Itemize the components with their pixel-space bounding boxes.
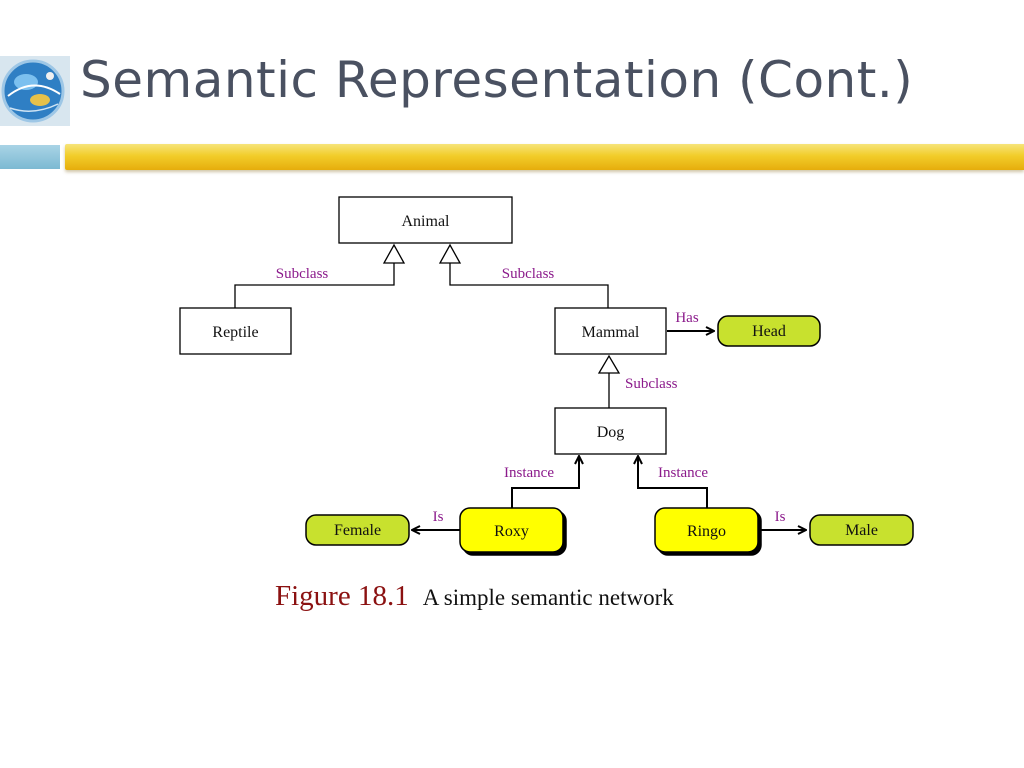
node-label: Female (334, 522, 381, 539)
edge-reptile-animal (234, 243, 406, 308)
edge-label-instance: Instance (658, 465, 708, 481)
figure-caption: Figure 18.1 A simple semantic network (275, 580, 674, 613)
globe-logo-icon (0, 56, 70, 126)
node-label: Ringo (687, 523, 726, 540)
subclass-arrowhead (597, 354, 621, 374)
node-female: Female (305, 514, 410, 546)
edge-label-is: Is (775, 509, 786, 525)
edge-label-is: Is (433, 509, 444, 525)
node-reptile: Reptile (179, 307, 292, 355)
node-dog: Dog (554, 407, 667, 455)
node-label: Male (845, 522, 878, 539)
node-male: Male (809, 514, 914, 546)
accent-block (0, 145, 60, 169)
edge-mammal-animal (438, 243, 609, 308)
node-animal: Animal (338, 196, 513, 244)
edge-dog-mammal (597, 354, 621, 408)
node-label: Mammal (582, 324, 640, 341)
node-ringo: Ringo (654, 507, 759, 553)
figure-number: Figure 18.1 (275, 580, 409, 612)
page-title: Semantic Representation (Cont.) (80, 51, 914, 109)
node-label: Head (752, 323, 786, 340)
subclass-arrowhead (382, 243, 406, 264)
subclass-arrowhead (438, 243, 462, 264)
edge-label-subclass: Subclass (625, 376, 678, 392)
edge-ringo-dog (638, 456, 708, 508)
edge-label-has: Has (675, 310, 698, 326)
edge-label-instance: Instance (504, 465, 554, 481)
edge-label-subclass: Subclass (276, 266, 329, 282)
node-label: Animal (402, 213, 451, 230)
edge-label-subclass: Subclass (502, 266, 555, 282)
node-label: Reptile (212, 324, 258, 341)
node-roxy: Roxy (459, 507, 564, 553)
edge-roxy-dog (511, 456, 579, 508)
node-label: Dog (597, 424, 625, 441)
figure-description: A simple semantic network (422, 585, 674, 610)
title-underline-bar (65, 144, 1024, 170)
node-label: Roxy (494, 523, 529, 540)
node-mammal: Mammal (554, 307, 667, 355)
node-head: Head (717, 315, 821, 347)
